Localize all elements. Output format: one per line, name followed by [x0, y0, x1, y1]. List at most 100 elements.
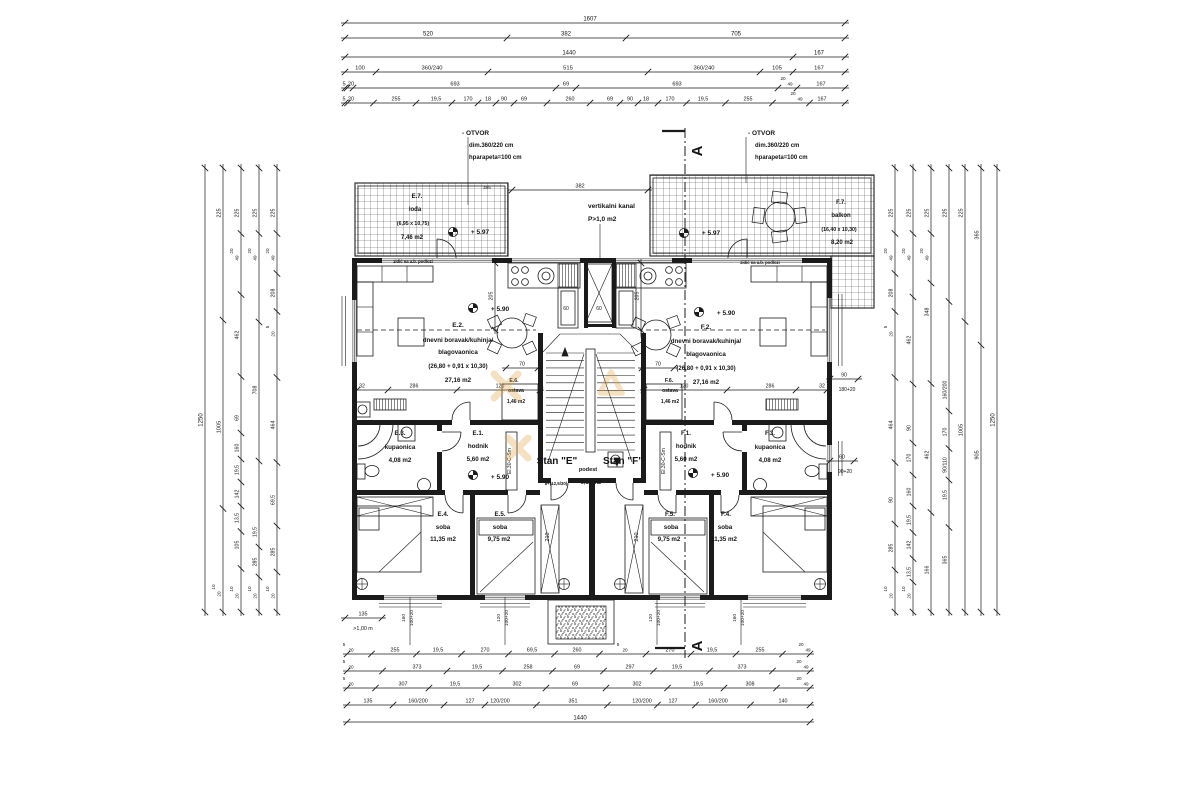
- chair: [521, 340, 538, 356]
- fixture-circle: [496, 317, 528, 349]
- dim-tick: [219, 164, 227, 172]
- line: [504, 434, 532, 462]
- dim-tick: [343, 667, 351, 675]
- wall: [672, 258, 692, 263]
- dim-tick: [502, 364, 510, 372]
- wall: [827, 258, 832, 298]
- dim-tick: [367, 650, 376, 658]
- text-label: 160: [401, 614, 407, 622]
- furniture-outline: [478, 519, 534, 536]
- dim-tick: [927, 608, 935, 616]
- fixture-circle: [417, 478, 431, 492]
- dim-chain-win-60R: 60: [826, 455, 858, 465]
- dim-tick: [961, 164, 969, 172]
- dim-label: 170: [464, 97, 473, 103]
- dim-label: 49: [805, 648, 811, 653]
- furniture-outline: [762, 505, 828, 573]
- dim-label: 20: [622, 648, 628, 653]
- dim-label: 19,5: [943, 490, 949, 500]
- dim-tick: [927, 379, 935, 388]
- dim-chain-in-205L: 205: [489, 259, 499, 334]
- wardrobe: [624, 504, 644, 594]
- dim-tick: [909, 554, 917, 563]
- dim-label: 90: [501, 97, 507, 103]
- dim-label: 120: [496, 384, 505, 390]
- dim-tick: [273, 229, 281, 238]
- dim-label: 70: [519, 362, 525, 368]
- dim-label: 225: [943, 209, 949, 218]
- chair: [486, 339, 503, 355]
- text-label: 60: [563, 306, 569, 312]
- wall: [709, 495, 714, 595]
- dim-label: 225: [253, 209, 259, 218]
- path: [473, 303, 478, 308]
- dim-label: 18: [643, 97, 649, 103]
- dim-label: 462: [235, 331, 241, 340]
- dim-tick: [841, 84, 849, 92]
- dim-label: 20: [889, 593, 894, 599]
- fixture-circle: [643, 271, 653, 281]
- dim-label: 105: [772, 66, 782, 72]
- furniture-outline: [768, 423, 787, 442]
- room-label-e7: E.7.: [412, 194, 423, 200]
- dim-label: 225: [907, 209, 913, 218]
- dim-label: 32: [359, 384, 365, 390]
- section-letter-bottom: A: [689, 640, 706, 651]
- room-label-e1: E.1.: [472, 430, 483, 437]
- dim-label: 100: [355, 66, 365, 72]
- wardrobe: [750, 496, 828, 517]
- wall: [470, 420, 540, 425]
- text-label: 27,16 m2: [693, 379, 720, 386]
- text-label: 4,08 m2: [389, 457, 412, 464]
- dim-tick: [378, 614, 386, 622]
- dim-tick: [343, 99, 352, 107]
- dim-label: 32: [819, 384, 825, 390]
- dim-tick: [255, 164, 263, 172]
- furniture-outline: [613, 262, 687, 289]
- dim-tick: [510, 99, 518, 107]
- dim-tick: [826, 375, 834, 383]
- dim-label: 120/200: [632, 699, 652, 705]
- room-label-e6: E.6.: [509, 378, 519, 384]
- dim-tick: [961, 608, 969, 616]
- radiator: [765, 398, 799, 411]
- dim-label: 160/200: [943, 381, 949, 400]
- fixture-circle: [357, 404, 368, 415]
- dim-label: 1440: [573, 716, 587, 722]
- dim-tick: [343, 650, 351, 658]
- dim-tick: [756, 68, 764, 76]
- dim-label: 382: [561, 32, 572, 38]
- dim-tick: [768, 99, 777, 107]
- dim-label: 225: [271, 209, 277, 218]
- furniture-outline: [357, 185, 506, 254]
- dim-tick: [634, 99, 642, 107]
- dim-label: 49: [907, 255, 912, 261]
- dim-tick: [793, 84, 801, 92]
- dim-tick: [682, 99, 691, 107]
- line: [619, 333, 639, 353]
- dim-tick: [977, 608, 985, 616]
- dim-tick: [255, 573, 263, 581]
- dim-label: 348: [925, 308, 931, 317]
- dim-tick: [273, 522, 281, 530]
- wardrobe: [585, 263, 613, 323]
- text-label: 100+20: [504, 610, 510, 626]
- dim-tick: [927, 279, 935, 287]
- wall: [352, 258, 357, 300]
- room-label-e2: E.2.: [452, 322, 464, 329]
- text-label: blagovaonica: [686, 351, 726, 358]
- dim-label: 69: [574, 665, 580, 671]
- furniture-outline: [648, 517, 708, 595]
- terrace-hatch: [354, 182, 509, 257]
- dim-tick: [909, 164, 917, 172]
- line: [479, 541, 534, 593]
- dim-tick: [806, 667, 814, 675]
- dim-label: 373: [738, 665, 747, 671]
- dim-label: 297: [626, 665, 635, 671]
- dim-label: 20: [253, 593, 258, 599]
